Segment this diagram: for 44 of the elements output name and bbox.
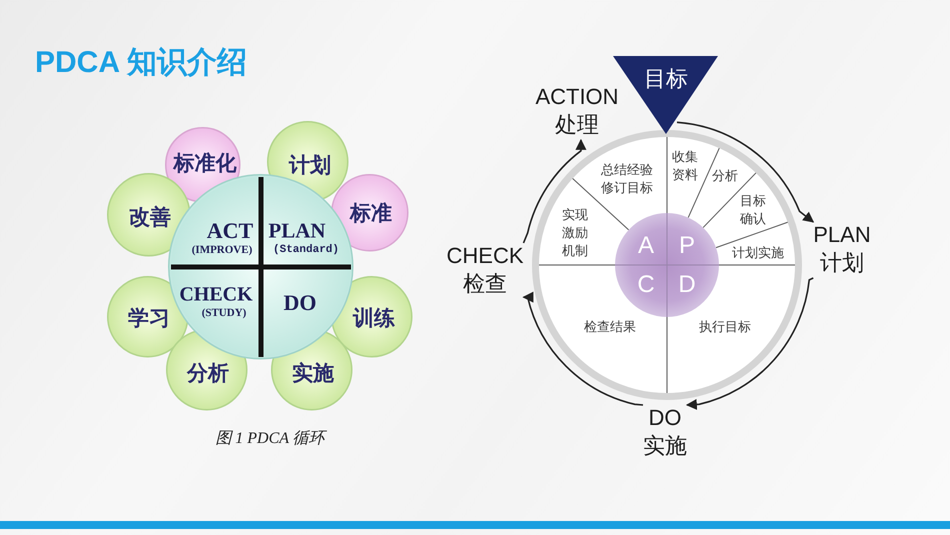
petal-label: 实施	[292, 360, 334, 387]
quadrant-subtitle: (Standard)	[273, 244, 339, 256]
quadrant-title: DO	[284, 290, 316, 316]
stage-letter: D	[678, 271, 696, 299]
goal-label: 目标	[644, 65, 688, 93]
sector-label: 分析	[711, 167, 739, 185]
cycle-arrow	[676, 122, 814, 223]
quadrant-title: CHECK	[179, 284, 253, 306]
quadrant-title: ACT	[206, 218, 254, 244]
stage-label: CHECK 检查	[446, 243, 524, 299]
sector-label: 总结经验修订目标	[600, 161, 654, 197]
stage-label: DO 实施	[643, 405, 687, 461]
petal-label: 学习	[128, 305, 170, 332]
cycle-arrow	[522, 292, 644, 406]
page-title: PDCA 知识介绍	[35, 45, 248, 81]
stage-letter: P	[679, 232, 695, 260]
quadrant-title: PLAN	[268, 218, 326, 244]
petal-label: 分析	[187, 360, 229, 387]
sector-label: 目标确认	[739, 192, 767, 228]
stage-label: ACTION 处理	[535, 84, 619, 140]
stage-label: PLAN 计划	[813, 222, 871, 278]
petal-label: 标准	[350, 200, 392, 227]
petal-label: 改善	[129, 204, 171, 231]
quadrant-subtitle: (STUDY)	[202, 307, 246, 319]
petal-circle	[166, 329, 248, 411]
stage-letter: C	[637, 271, 655, 299]
petal-circle	[107, 173, 191, 257]
sector-label: 实现激励机制	[561, 206, 589, 260]
sector-label: 执行目标	[698, 318, 752, 336]
sector-label: 收集资料	[671, 148, 699, 184]
sector-label: 检查结果	[583, 318, 637, 336]
stage-letter: A	[638, 232, 654, 260]
petal-circle	[331, 276, 413, 358]
sector-label: 计划实施	[731, 244, 785, 262]
figure-caption: 图 1 PDCA 循环	[215, 429, 325, 449]
cycle-arrow	[686, 277, 814, 410]
quadrant-subtitle: (IMPROVE)	[192, 244, 252, 256]
petal-label: 训练	[353, 305, 395, 332]
petal-circle	[271, 329, 353, 411]
petal-label: 计划	[289, 152, 331, 179]
cycle-arrow	[522, 138, 586, 244]
quadrant	[261, 267, 351, 357]
petal-label: 标准化	[174, 150, 236, 177]
center-circle	[615, 213, 719, 317]
